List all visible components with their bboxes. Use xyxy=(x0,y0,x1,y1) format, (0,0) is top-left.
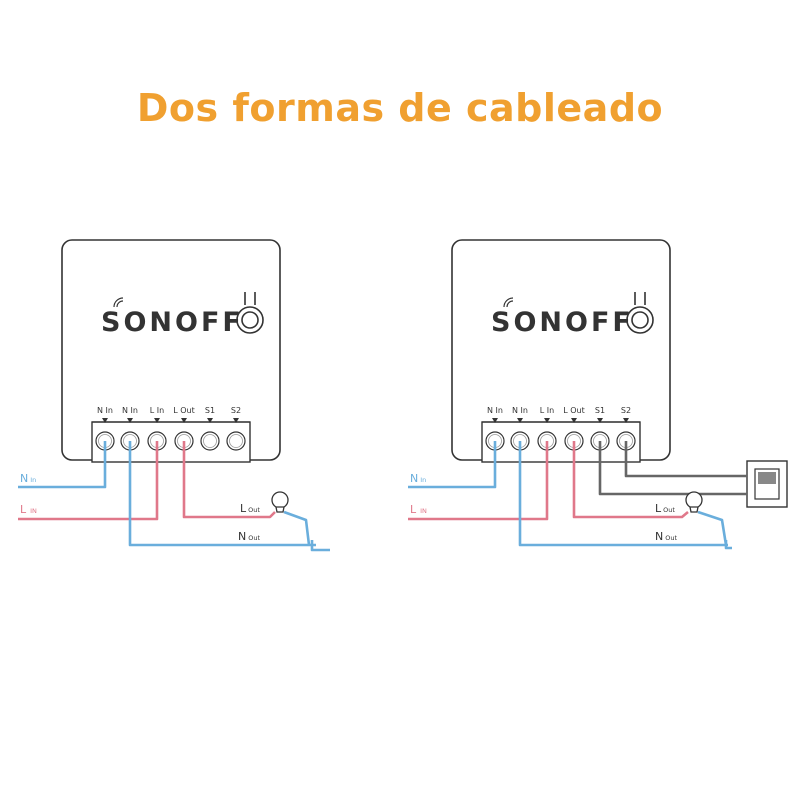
terminal-label-1: N In xyxy=(487,406,503,415)
wifi-icon xyxy=(503,297,514,308)
diagram-1: SONOFF N In N In L In L Out S1 S2 xyxy=(18,239,330,552)
brand-logo: SONOFF xyxy=(491,307,634,338)
terminal-label-6: S2 xyxy=(231,406,241,415)
wire-l-out xyxy=(572,441,689,519)
wire-n-out xyxy=(518,441,728,547)
wire-s2 xyxy=(624,441,747,478)
bulb-icon xyxy=(685,491,703,513)
wire-n-in xyxy=(18,441,107,489)
terminal-label-6: S2 xyxy=(621,406,631,415)
wire-lamp-return xyxy=(283,510,311,546)
terminal-block xyxy=(481,421,641,463)
terminal-label-2: N In xyxy=(122,406,138,415)
terminal-label-3: L In xyxy=(540,406,554,415)
terminal-block xyxy=(91,421,251,463)
wire-n-in xyxy=(408,441,497,489)
wire-l-in xyxy=(18,441,159,521)
terminal-label-2: N In xyxy=(512,406,528,415)
bulb-icon xyxy=(271,491,289,513)
terminal-label-1: N In xyxy=(97,406,113,415)
terminal-label-5: S1 xyxy=(595,406,605,415)
terminal-label-4: L Out xyxy=(563,406,585,415)
wall-switch-icon xyxy=(746,460,788,508)
pairing-button-icon xyxy=(626,292,654,334)
wire-n-out xyxy=(128,441,316,547)
pairing-button-icon xyxy=(236,292,264,334)
wire-l-in xyxy=(408,441,549,521)
wire-lamp-return xyxy=(697,510,728,546)
terminal-label-5: S1 xyxy=(205,406,215,415)
terminal-label-4: L Out xyxy=(173,406,195,415)
page-title: Dos formas de cableado xyxy=(136,86,664,130)
terminal-label-3: L In xyxy=(150,406,164,415)
wire-l-out xyxy=(182,441,276,519)
wifi-icon xyxy=(113,297,124,308)
brand-logo: SONOFF xyxy=(101,307,244,338)
diagram-2: SONOFF N In N In L In L Out S1 S2 xyxy=(408,239,788,550)
